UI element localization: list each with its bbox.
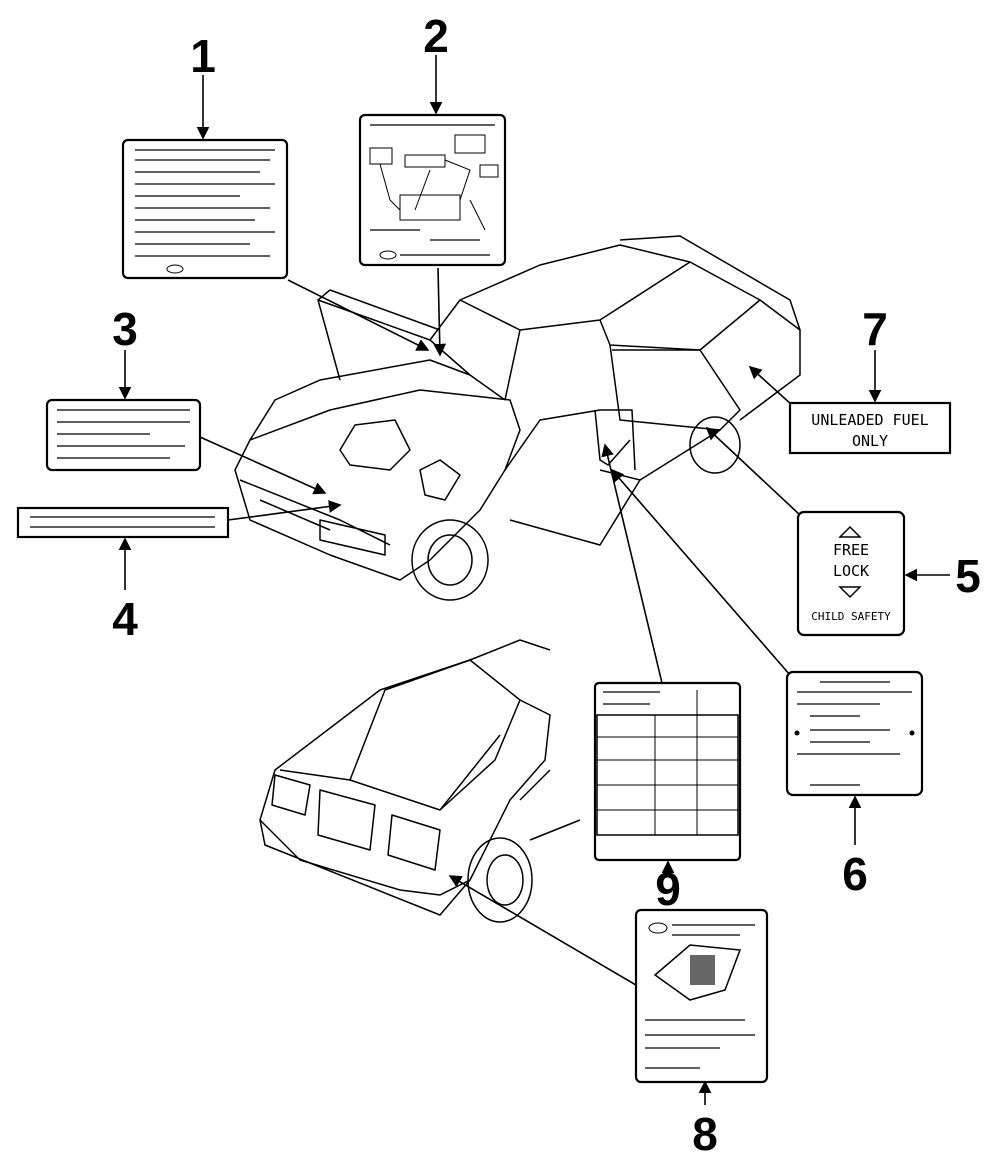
label-7-line1: UNLEADED FUEL bbox=[811, 411, 928, 429]
callout-2: 2 bbox=[423, 10, 449, 62]
callout-9: 9 bbox=[655, 863, 681, 915]
label-7-line2: ONLY bbox=[852, 432, 888, 450]
label-8-jack-instructions bbox=[634, 908, 769, 1084]
callout-numbers: 1 2 3 4 5 6 7 8 9 bbox=[112, 10, 981, 1160]
callout-6: 6 bbox=[842, 848, 868, 900]
label-2-vacuum-diagram bbox=[358, 113, 507, 267]
callout-3: 3 bbox=[112, 303, 138, 355]
label-6-certification bbox=[785, 670, 924, 797]
label-5-line2: LOCK bbox=[833, 562, 869, 580]
label-9-tire-pressure bbox=[593, 681, 742, 862]
callout-8: 8 bbox=[692, 1108, 718, 1160]
label-1-hood-emission bbox=[121, 138, 289, 280]
label-5-line3: CHILD SAFETY bbox=[811, 610, 891, 623]
callout-7: 7 bbox=[862, 303, 888, 355]
lower-car-drawing bbox=[259, 639, 581, 923]
leader-lines bbox=[118, 55, 950, 1105]
label-3-radiator bbox=[45, 398, 202, 472]
label-5-child-safety: FREE LOCK CHILD SAFETY bbox=[796, 510, 906, 637]
callout-5: 5 bbox=[955, 550, 981, 602]
callout-1: 1 bbox=[190, 30, 216, 82]
label-5-line1: FREE bbox=[833, 541, 869, 559]
callout-4: 4 bbox=[112, 593, 138, 645]
label-4-strip bbox=[16, 506, 230, 539]
label-7-unleaded-fuel: UNLEADED FUEL ONLY bbox=[788, 401, 952, 455]
upper-car-drawing bbox=[234, 235, 801, 601]
